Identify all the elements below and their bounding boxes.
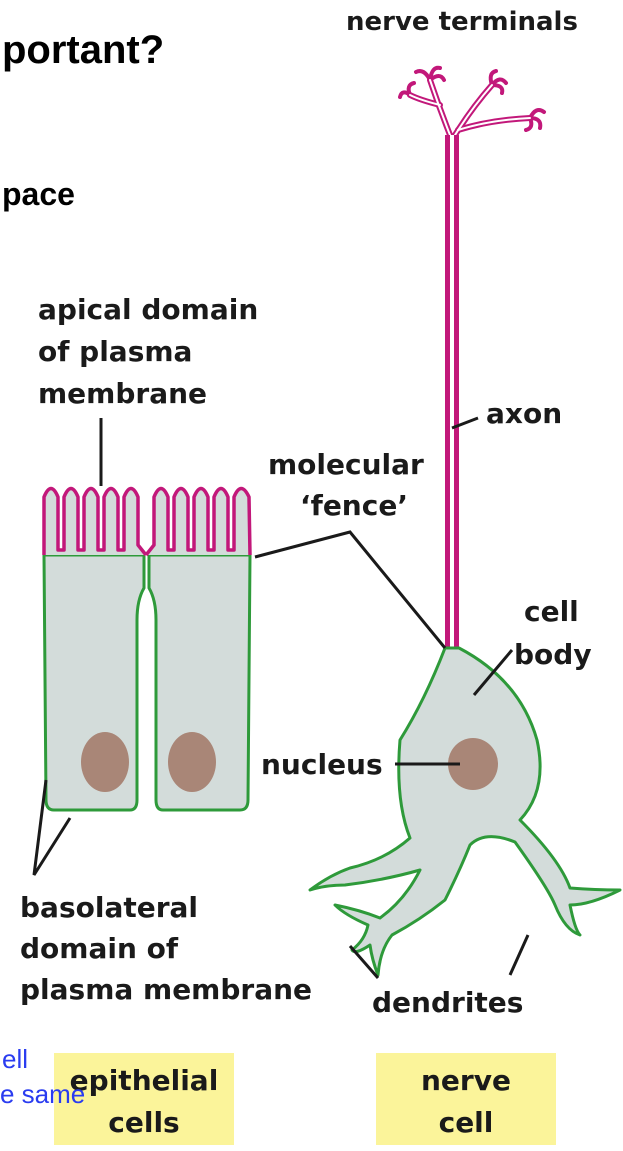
epithelial-nucleus-left <box>81 732 129 792</box>
slide-title-fragment: portant? <box>2 28 164 72</box>
epithelial-caption-line1: epithelial <box>70 1064 219 1097</box>
nerve-terminals <box>410 80 530 140</box>
axon-label: axon <box>486 397 562 430</box>
nucleus-label: nucleus <box>261 748 383 781</box>
nerve-cell-caption-line1: nerve <box>421 1064 511 1097</box>
nerve-cell-caption-line2: cell <box>439 1106 494 1139</box>
basolateral-label-line1: basolateral <box>20 891 198 924</box>
epithelial-cells <box>44 489 250 811</box>
apical-microvilli-left <box>44 489 146 556</box>
molecular-fence-label-line2: ‘fence’ <box>300 489 408 522</box>
basolateral-label-line2: domain of <box>20 932 179 965</box>
molecular-fence-leader-line <box>255 532 445 648</box>
dendrites-leader-right <box>510 935 528 975</box>
footnote-fragment-line1: ell <box>2 1044 28 1074</box>
slide-subtitle-fragment: pace <box>2 176 75 212</box>
molecular-fence-label-line1: molecular <box>268 448 424 481</box>
apical-domain-label-line2: of plasma <box>38 335 192 368</box>
dendrites-label: dendrites <box>372 986 523 1019</box>
footnote-fragment-line2: e same <box>0 1079 85 1109</box>
axon-shaft-inner <box>450 135 454 650</box>
apical-domain-label-line1: apical domain <box>38 293 258 326</box>
epithelial-nucleus-right <box>168 732 216 792</box>
nerve-cell-body <box>310 648 620 975</box>
epithelial-caption-line2: cells <box>108 1106 179 1139</box>
apical-microvilli-right <box>146 489 250 556</box>
cell-body-label-line1: cell <box>524 595 579 628</box>
apical-domain-label-line3: membrane <box>38 377 207 410</box>
nerve-terminals-label: nerve terminals <box>346 7 578 37</box>
cell-body-label-line2: body <box>514 638 592 671</box>
basolateral-label-line3: plasma membrane <box>20 973 312 1006</box>
